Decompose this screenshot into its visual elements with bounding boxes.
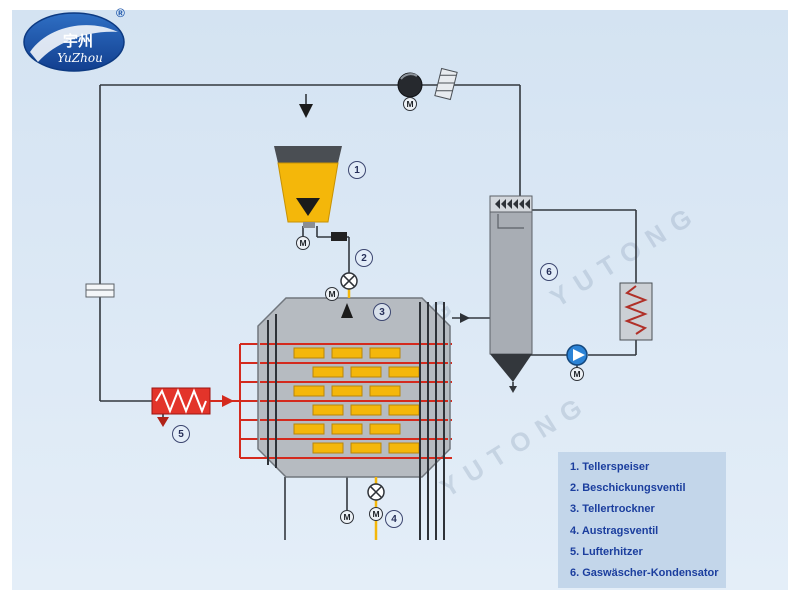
feed-valve <box>340 272 358 298</box>
feeder-hopper <box>274 146 347 241</box>
filter <box>434 67 458 101</box>
dryer-trays <box>293 347 420 454</box>
callout-5: 5 <box>172 425 190 443</box>
callout-4: 4 <box>385 510 403 528</box>
logo-text-en: YuZhou <box>57 51 103 65</box>
legend-item: 3. Tellertrockner <box>570 503 655 516</box>
shaft-arrow-up <box>341 303 353 318</box>
legend-item: 1. Tellerspeiser <box>570 461 650 473</box>
legend-item: 4. Austragsventil <box>570 524 659 537</box>
callout-3: 3 <box>373 303 391 321</box>
plate-dryer <box>257 297 451 540</box>
logo-swoosh <box>30 25 118 62</box>
legend-item: 5. Lufterhitzer <box>570 545 643 558</box>
motor-label: M <box>570 367 584 381</box>
flow-arrow-right <box>460 313 470 323</box>
condenser <box>619 282 653 341</box>
callout-6: 6 <box>540 263 558 281</box>
legend: 1. Tellerspeiser 2. Beschickungsventil 3… <box>558 452 726 588</box>
callout-2: 2 <box>355 249 373 267</box>
discharge-valve <box>367 477 385 540</box>
hot-air-arrow <box>222 395 234 407</box>
brand-logo: 宇州 YuZhou <box>22 10 128 74</box>
motor-label: M <box>403 97 417 111</box>
motor-label: M <box>325 287 339 301</box>
circulation-pump <box>566 344 588 366</box>
feed-arrow-down <box>299 104 313 118</box>
registered-mark: ® <box>116 6 125 20</box>
inline-instrument <box>85 283 115 298</box>
motor-label: M <box>369 507 383 521</box>
legend-item: 6. Gaswäscher-Kondensator <box>570 566 719 579</box>
logo-text-cn: 宇州 <box>63 32 93 50</box>
motor-label: M <box>340 510 354 524</box>
motor-label: M <box>296 236 310 250</box>
blower <box>397 72 423 98</box>
legend-item: 2. Beschickungsventil <box>570 482 686 495</box>
scrubber-column <box>489 195 533 393</box>
air-heater <box>151 387 211 427</box>
dryer-columns <box>267 302 445 540</box>
callout-1: 1 <box>348 161 366 179</box>
